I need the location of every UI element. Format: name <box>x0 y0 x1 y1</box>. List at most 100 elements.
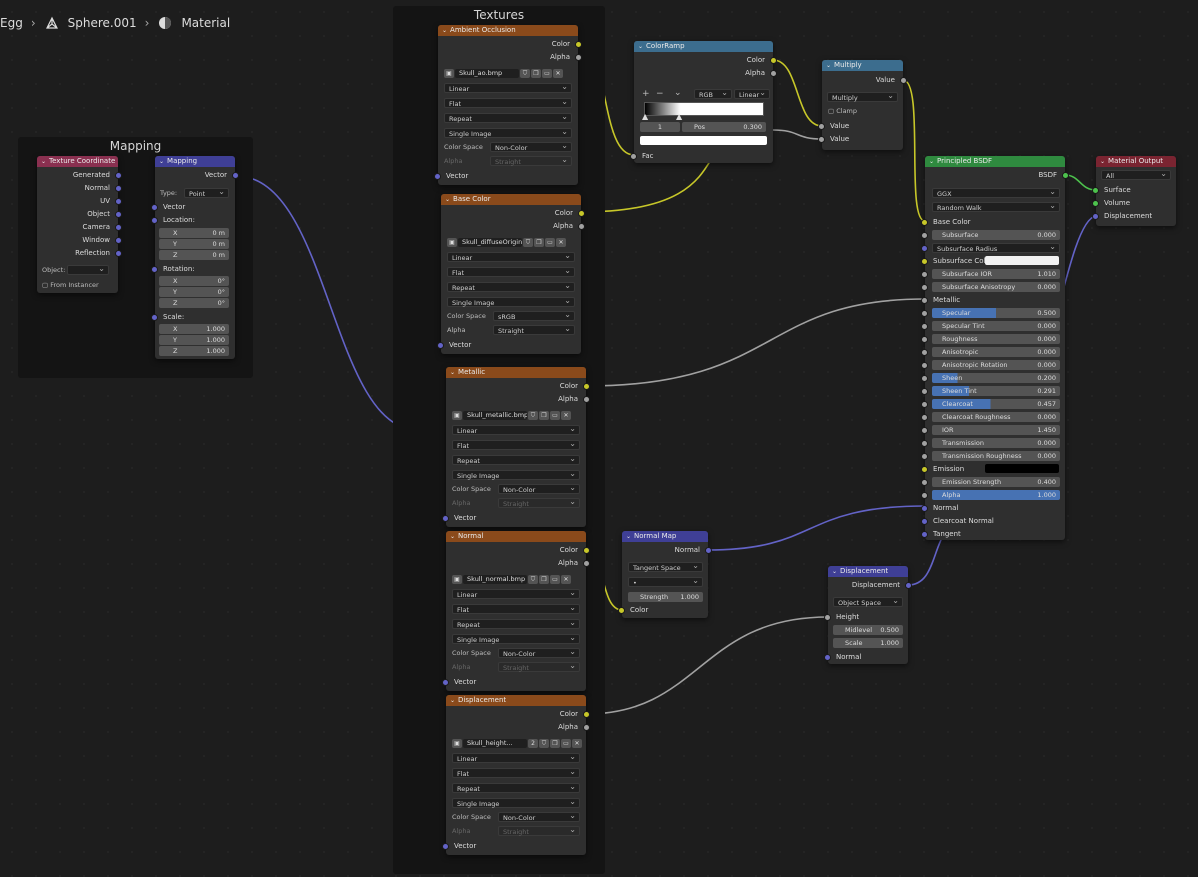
image-browse-icon[interactable]: ▣ <box>447 238 457 247</box>
input-subsurface-color[interactable]: Subsurface Color <box>921 256 1065 266</box>
socket-height[interactable]: Height <box>824 612 908 622</box>
socket-vector-in[interactable]: Vector <box>151 202 235 212</box>
socket-dot[interactable] <box>921 388 928 395</box>
add-stop-button[interactable]: + <box>642 89 650 99</box>
dropdown[interactable]: Subsurface Radius <box>932 242 1060 253</box>
operation-dropdown[interactable]: Multiply <box>827 91 898 102</box>
socket-scale[interactable]: Scale: <box>151 312 235 322</box>
color-swatch[interactable] <box>985 256 1059 265</box>
socket-uv[interactable]: UV <box>37 196 122 206</box>
color-mode-dropdown[interactable]: RGB <box>694 88 732 99</box>
distribution-dropdown[interactable]: GGX <box>932 187 1060 198</box>
socket-dot[interactable] <box>575 54 582 61</box>
close-icon[interactable]: ✕ <box>556 238 566 247</box>
node-header[interactable]: ⌄Metallic <box>446 367 586 378</box>
socket-dot[interactable] <box>818 123 825 130</box>
chevron-down-icon[interactable]: ⌄ <box>638 43 644 50</box>
clamp-checkbox[interactable]: ▢ Clamp <box>828 107 858 115</box>
active-stop-index[interactable]: 1 <box>640 122 680 132</box>
socket-dot[interactable] <box>921 336 928 343</box>
color-space-dropdown[interactable]: Non-Color <box>498 483 580 494</box>
socket-vector-in[interactable]: Vector <box>442 677 586 687</box>
space-dropdown[interactable]: Object Space <box>833 596 903 607</box>
image-selector[interactable]: ▣ Skull_height... 2 ⛉ ❐ ▭ ✕ <box>452 738 582 749</box>
socket-dot[interactable] <box>583 724 590 731</box>
chevron-down-icon[interactable]: ⌄ <box>450 369 456 376</box>
socket-dot[interactable] <box>151 314 158 321</box>
node-header[interactable]: ⌄Mapping <box>155 156 235 167</box>
folder-icon[interactable]: ▭ <box>550 411 560 420</box>
ramp-stop-white[interactable]: ▲ <box>676 112 683 121</box>
socket-dot[interactable] <box>921 427 928 434</box>
socket-vector-in[interactable]: Vector <box>442 513 586 523</box>
target-dropdown[interactable]: All <box>1101 169 1171 180</box>
socket-dot[interactable] <box>115 185 122 192</box>
node-header[interactable]: ⌄Material Output <box>1096 156 1176 167</box>
image-name[interactable]: Skull_ao.bmp <box>455 69 519 78</box>
chevron-down-icon[interactable]: ⌄ <box>929 158 935 165</box>
socket-displacement-out[interactable]: Displacement <box>828 580 912 590</box>
socket-dot[interactable] <box>770 70 777 77</box>
image-selector[interactable]: ▣ Skull_diffuseOrigin... ⛉ ❐ ▭ ✕ <box>447 237 566 248</box>
extension-dropdown[interactable]: Repeat <box>452 618 580 629</box>
color-space-dropdown[interactable]: Non-Color <box>498 647 580 658</box>
node-header[interactable]: ⌄Normal <box>446 531 586 542</box>
image-name[interactable]: Skull_metallic.bmp <box>463 411 527 420</box>
socket-dot[interactable] <box>921 232 928 239</box>
socket-dot[interactable] <box>921 453 928 460</box>
extension-dropdown[interactable]: Repeat <box>447 281 575 292</box>
source-dropdown[interactable]: Single Image <box>452 797 580 808</box>
socket-dot[interactable] <box>921 362 928 369</box>
alpha-mode-dropdown[interactable]: Straight <box>493 324 575 335</box>
socket-dot[interactable] <box>583 711 590 718</box>
projection-dropdown[interactable]: Flat <box>447 266 575 277</box>
socket-dot[interactable] <box>115 211 122 218</box>
source-dropdown[interactable]: Single Image <box>452 633 580 644</box>
socket-color-in[interactable]: Color <box>618 605 708 615</box>
image-browse-icon[interactable]: ▣ <box>444 69 454 78</box>
socket-dot[interactable] <box>921 531 928 538</box>
image-name[interactable]: Skull_diffuseOrigin... <box>458 238 522 247</box>
folder-icon[interactable]: ▭ <box>561 739 571 748</box>
extension-dropdown[interactable]: Repeat <box>452 454 580 465</box>
socket-dot[interactable] <box>705 547 712 554</box>
stop-color-swatch[interactable] <box>640 136 767 145</box>
chevron-down-icon[interactable]: ⌄ <box>450 533 456 540</box>
socket-alpha-out[interactable]: Alpha <box>438 52 582 62</box>
close-icon[interactable]: ✕ <box>561 411 571 420</box>
socket-dot[interactable] <box>921 505 928 512</box>
projection-dropdown[interactable]: Flat <box>444 97 572 108</box>
socket-dot[interactable] <box>578 223 585 230</box>
node-header[interactable]: ⌄ColorRamp <box>634 41 773 52</box>
node-displacement[interactable]: ⌄Displacement Displacement Object Space … <box>824 566 912 664</box>
socket-dot[interactable] <box>578 210 585 217</box>
alpha-mode-dropdown[interactable]: Straight <box>490 155 572 166</box>
socket-dot[interactable] <box>921 479 928 486</box>
input-emission[interactable]: Emission <box>921 464 1065 474</box>
chevron-down-icon[interactable]: ⌄ <box>674 88 682 98</box>
input-tangent[interactable]: Tangent <box>921 529 1065 539</box>
uv-map-field[interactable]: • <box>628 576 703 587</box>
input-base-color[interactable]: Base Color <box>921 217 1065 227</box>
socket-dot[interactable] <box>575 41 582 48</box>
source-dropdown[interactable]: Single Image <box>452 469 580 480</box>
socket-dot[interactable] <box>921 258 928 265</box>
node-header[interactable]: ⌄Texture Coordinate <box>37 156 118 167</box>
node-header[interactable]: ⌄Normal Map <box>622 531 708 542</box>
image-users[interactable]: 2 <box>528 739 538 748</box>
